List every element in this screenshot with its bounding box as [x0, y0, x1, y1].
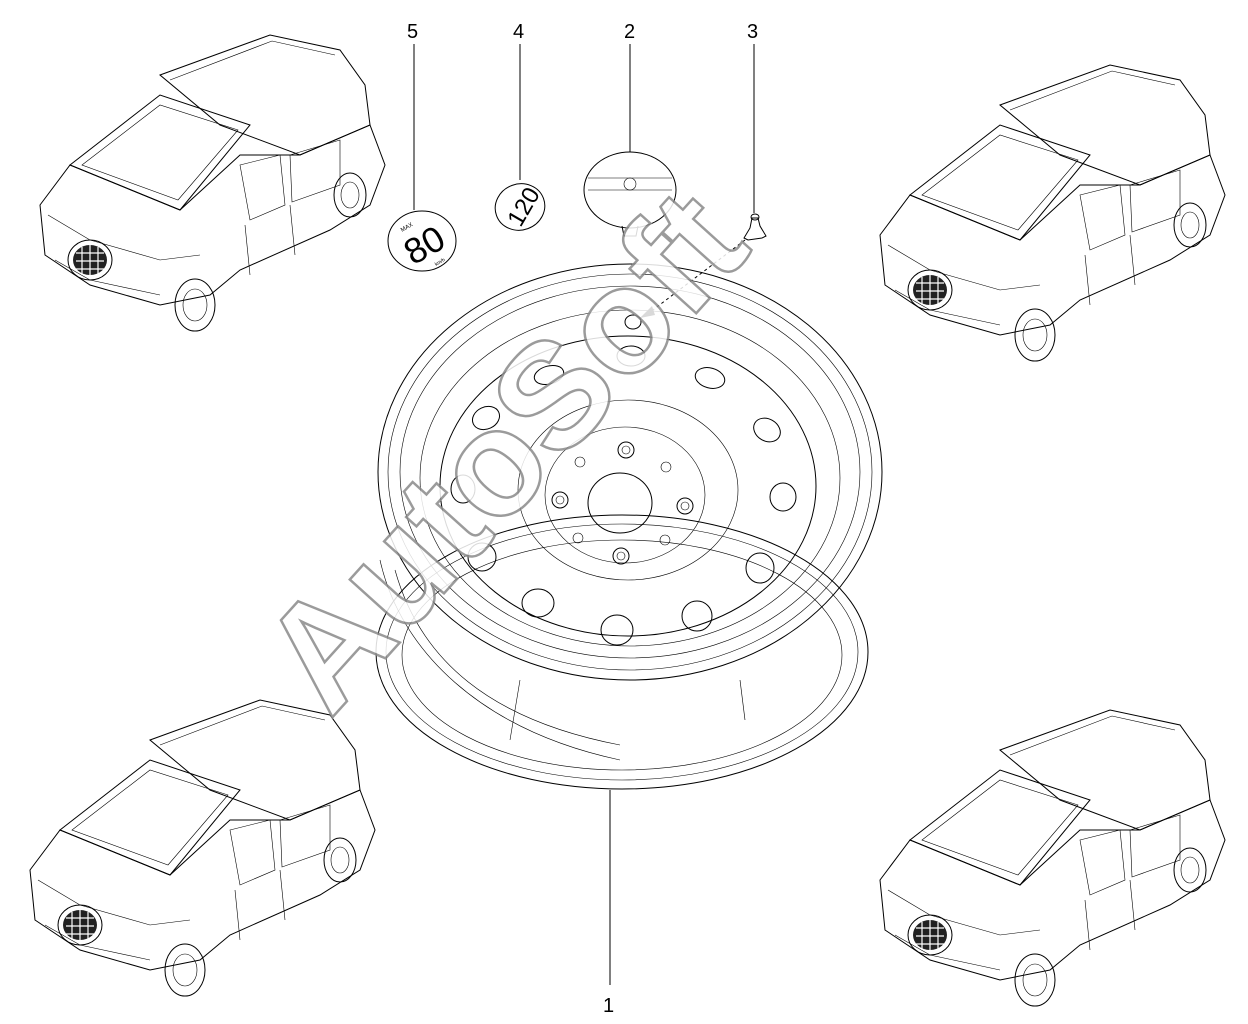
car-rear-view-icon: [29, 699, 376, 997]
sticker-120-value: 120: [502, 183, 545, 231]
sticker-80-top: MAX: [400, 222, 414, 234]
tire-valve-icon: [640, 213, 767, 318]
callout-3: 3: [747, 21, 758, 43]
car-rear-view-icon: [39, 34, 386, 332]
speed-limit-sticker-120-icon: 120: [494, 183, 546, 231]
callout-2: 2: [624, 21, 635, 43]
sticker-80-unit: km/h: [434, 257, 447, 268]
callout-4: 4: [513, 21, 524, 43]
callout-lines: [413, 44, 755, 985]
callout-1: 1: [603, 995, 614, 1017]
car-rear-view-icon: [879, 64, 1226, 362]
callout-5: 5: [407, 21, 418, 43]
watermark: AutoSoft: [229, 159, 777, 742]
car-rear-view-icon: [879, 709, 1226, 1007]
steel-wheel-icon: [375, 263, 883, 790]
speed-limit-sticker-80-icon: MAX 80 km/h: [387, 210, 457, 273]
